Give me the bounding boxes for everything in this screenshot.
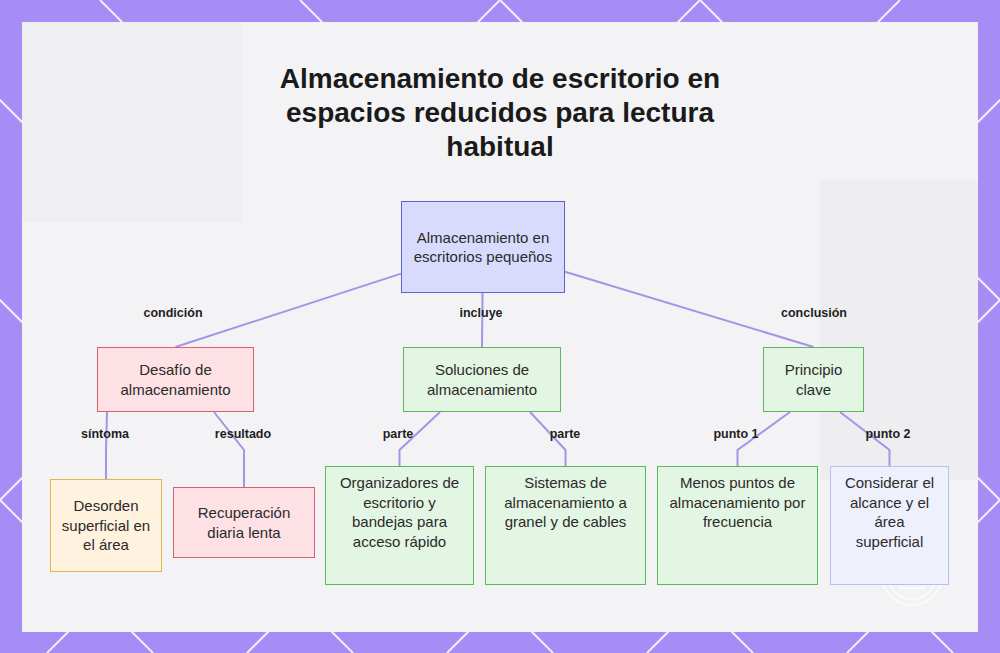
concept-box: Desafío de almacenamiento <box>97 347 254 412</box>
connector-line <box>481 293 484 347</box>
node-text: Desorden superficial en el área <box>59 496 153 555</box>
edge-label: resultado <box>215 427 271 441</box>
node-text: Desafío de almacenamiento <box>106 360 245 399</box>
panel <box>22 22 978 632</box>
edge-label: incluye <box>459 306 502 320</box>
node-text: Organizadores de escritorio y bandejas p… <box>334 473 465 551</box>
edge-label: punto 2 <box>865 427 910 441</box>
connector-line <box>565 272 814 347</box>
node-text: Considerar el alcance y el área superfic… <box>839 473 940 551</box>
node-text: Sistemas de almacenamiento a granel y de… <box>494 473 637 532</box>
concept-box: Menos puntos de almacenamiento por frecu… <box>657 466 818 585</box>
edge-label: punto 1 <box>713 427 758 441</box>
concept-box: Almacenamiento en escritorios pequeños <box>401 201 565 293</box>
connector-line <box>106 412 107 479</box>
concept-box: Considerar el alcance y el área superfic… <box>830 466 949 585</box>
edge-label: parte <box>550 427 581 441</box>
node-text: Recuperación diaria lenta <box>182 503 306 542</box>
node-text: Menos puntos de almacenamiento por frecu… <box>666 473 809 532</box>
photo-shade <box>22 22 242 222</box>
concept-box: Desorden superficial en el área <box>50 479 162 572</box>
concept-box: Principio clave <box>763 347 864 412</box>
edge-label: conclusión <box>781 306 847 320</box>
node-text: Principio clave <box>772 360 855 399</box>
edge-label: parte <box>383 427 414 441</box>
concept-box: Sistemas de almacenamiento a granel y de… <box>485 466 646 585</box>
concept-box: Soluciones de almacenamiento <box>403 347 561 412</box>
concept-box: Recuperación diaria lenta <box>173 487 315 558</box>
connector-line <box>214 412 244 487</box>
concept-box: Organizadores de escritorio y bandejas p… <box>325 466 474 585</box>
node-text: Almacenamiento en escritorios pequeños <box>410 228 556 267</box>
connector-line <box>176 274 402 347</box>
photo-shade <box>820 180 978 480</box>
edge-label: condición <box>143 306 202 320</box>
edge-label: síntoma <box>81 427 129 441</box>
node-text: Soluciones de almacenamiento <box>412 360 552 399</box>
diagram-title: Almacenamiento de escritorio en espacios… <box>240 62 760 164</box>
